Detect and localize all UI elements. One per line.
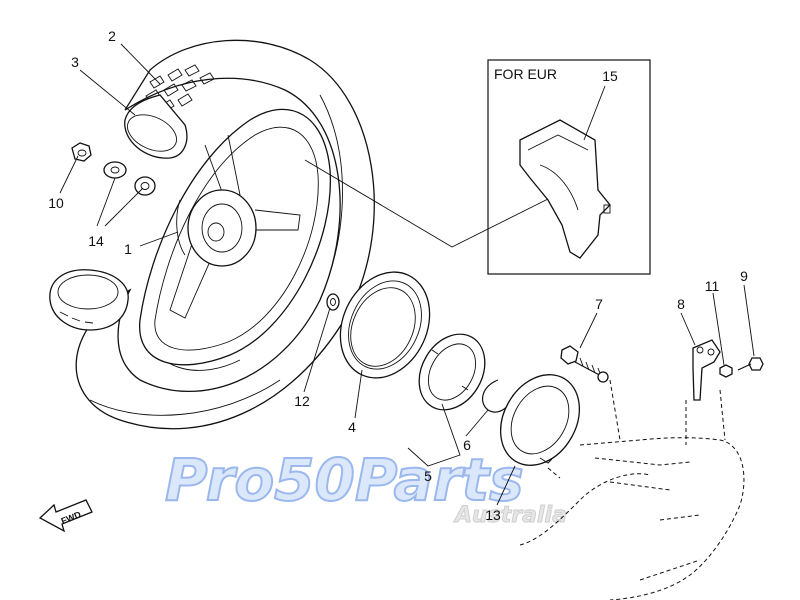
callout-5: 5 <box>424 468 432 484</box>
part-11-nut <box>719 364 733 378</box>
callouts: 2 3 10 14 1 15 12 4 5 6 13 7 8 11 9 <box>48 28 748 523</box>
leader-lines <box>59 43 755 506</box>
callout-10: 10 <box>48 195 64 211</box>
part-10-nut <box>71 142 92 162</box>
part-8-lever <box>692 339 721 401</box>
fwd-arrow: FWD <box>38 499 93 533</box>
wheel-rim <box>139 108 332 366</box>
part-12-washer <box>326 293 340 311</box>
engine-case-outline <box>519 379 745 600</box>
callout-2: 2 <box>108 28 116 44</box>
for-eur-box: FOR EUR <box>487 59 651 275</box>
callout-4: 4 <box>348 419 356 435</box>
watermark: Pro50Parts Australia <box>164 445 567 529</box>
callout-3: 3 <box>71 54 79 70</box>
callout-9: 9 <box>740 268 748 284</box>
part-7-bolt <box>560 345 609 383</box>
callout-15: 15 <box>602 68 618 84</box>
callout-8: 8 <box>677 296 685 312</box>
callout-11: 11 <box>705 278 720 294</box>
callout-6: 6 <box>463 437 471 453</box>
part-14-washers <box>103 161 156 196</box>
box-title: FOR EUR <box>494 66 557 82</box>
callout-13: 13 <box>485 507 501 523</box>
watermark-main: Pro50Parts <box>165 446 524 514</box>
callout-7: 7 <box>595 296 603 312</box>
part-13-backing-plate <box>500 374 580 466</box>
part-5-brake-shoes <box>418 333 486 411</box>
callout-12: 12 <box>294 393 310 409</box>
callout-14: 14 <box>88 233 104 249</box>
tire-section-top <box>124 94 188 159</box>
leader-hub-to-box <box>304 159 551 248</box>
callout-1: 1 <box>124 241 132 257</box>
watermark-sub: Australia <box>453 503 567 528</box>
tire-section-left <box>49 269 129 331</box>
part-4-brake-drum <box>339 271 431 379</box>
part-9-bolt <box>737 357 764 371</box>
